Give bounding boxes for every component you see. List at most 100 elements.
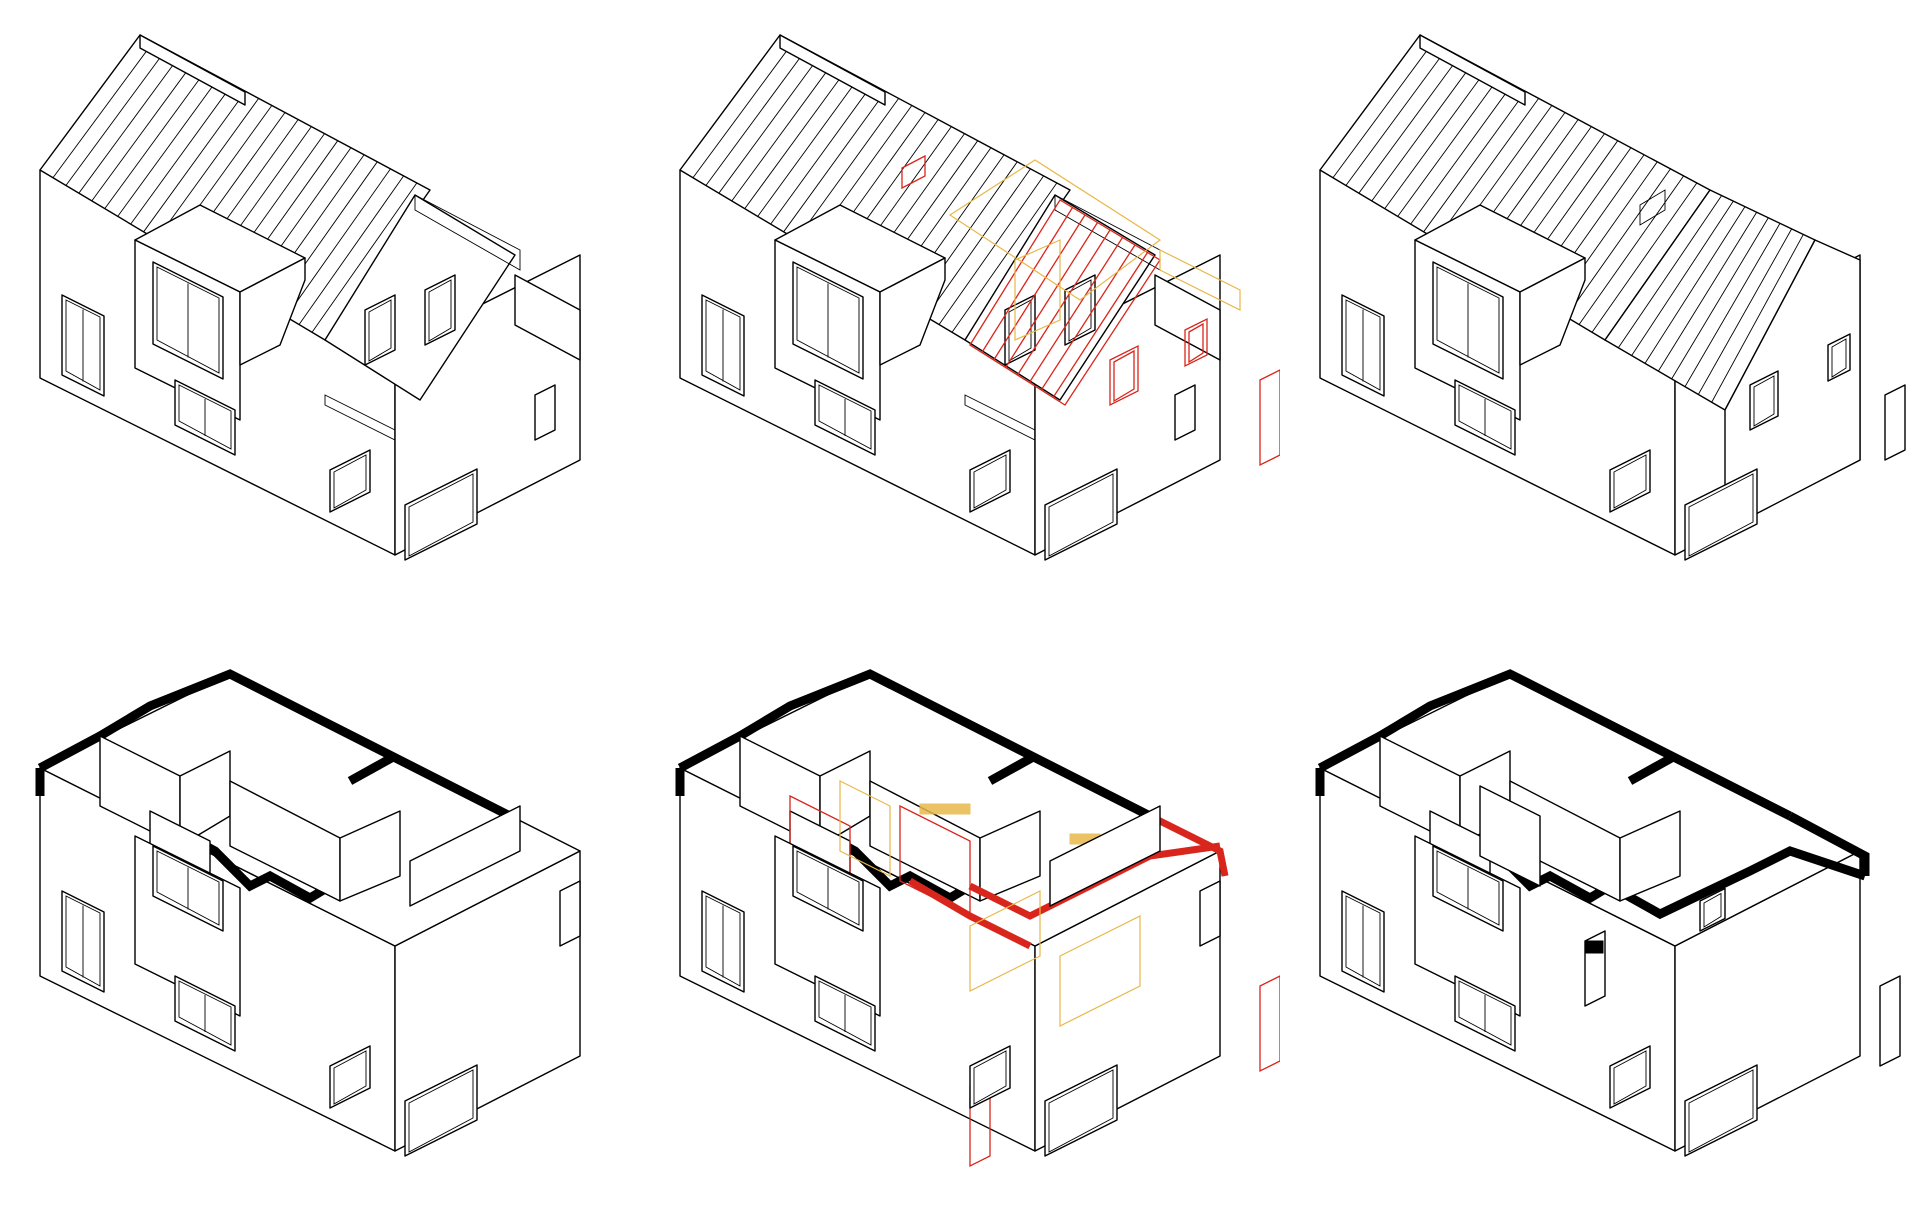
new-construction-parapet	[1159, 249, 1241, 311]
axonometric-proposed-roof	[1319, 34, 1906, 561]
demolition-roof-seam	[1016, 229, 1111, 376]
dormer-window-pane	[796, 850, 860, 926]
roof-seam	[1410, 84, 1513, 225]
ground-window-small-pane	[333, 1050, 367, 1105]
terrace-parapet	[514, 274, 581, 361]
roof-seam	[117, 77, 220, 217]
roof-seam	[311, 182, 418, 333]
ground-window-small-pane	[973, 454, 1007, 509]
roof-seam	[285, 168, 391, 318]
roof-seam	[744, 69, 847, 209]
glazed-door-pane	[705, 299, 741, 391]
demolition-roof-seam	[1040, 244, 1136, 391]
roof-seam	[1578, 175, 1685, 325]
roof-seam	[1631, 200, 1734, 356]
interior-wall-cut	[1627, 752, 1678, 785]
panel-changes-roof	[640, 0, 1280, 606]
ground-window-right-pane	[1688, 473, 1754, 557]
ground-window-right-pane	[1048, 473, 1114, 557]
drawing-group	[1319, 34, 1906, 561]
ground-window-right	[1044, 468, 1118, 561]
ground-window-small	[969, 1045, 1011, 1109]
new-partition	[839, 780, 891, 877]
drawing-group	[39, 34, 581, 561]
exterior-wall-top	[1317, 669, 1793, 821]
dormer-side	[1519, 257, 1586, 366]
terrace-edge	[324, 394, 396, 441]
new-wall-fill	[919, 803, 971, 815]
roof-seam	[692, 41, 794, 178]
ground-window-left-pane	[178, 384, 232, 450]
roof-seam	[1371, 62, 1474, 202]
glazed-door-pane	[705, 895, 741, 987]
roof-seam	[78, 55, 180, 194]
roof-seam	[705, 48, 807, 186]
panel-proposed-roof	[1280, 0, 1920, 606]
balcony-post	[1174, 384, 1196, 441]
demolition-wall-corner	[1148, 812, 1229, 877]
roof-seam	[757, 77, 860, 217]
ground-window-small	[1609, 449, 1651, 513]
terrace-parapet	[1049, 805, 1161, 907]
roof-seam	[938, 175, 1045, 325]
ground-window-left-pane	[178, 980, 232, 1046]
dormer-window-right	[424, 274, 456, 346]
dormer-window-right-pane	[428, 279, 452, 342]
axonometric-proposed-plan	[1315, 669, 1901, 1157]
roof-seam	[1617, 195, 1723, 349]
dormer-window-left	[1004, 294, 1036, 366]
axonometric-changes-plan	[675, 669, 1280, 1168]
exterior-wall-top	[37, 669, 513, 821]
axonometric-changes-roof	[679, 34, 1280, 561]
roof-seam	[1565, 168, 1671, 318]
new-window-opening	[1699, 887, 1726, 932]
dormer-side	[879, 257, 946, 366]
roof-ridge-cap	[779, 34, 886, 106]
roof-seam	[951, 182, 1058, 333]
ground-window-right-pane	[408, 1069, 474, 1153]
roof-seam	[783, 91, 886, 233]
dormer-window-pane	[796, 266, 860, 374]
side-extension	[1884, 384, 1906, 461]
terrace-parapet	[1154, 274, 1221, 361]
panel-existing-roof	[0, 0, 640, 606]
roof-ridge-cap	[139, 34, 246, 106]
interior-wall-cut	[347, 752, 398, 785]
drawing-group	[675, 669, 1280, 1168]
glazed-door-pane	[1345, 299, 1381, 391]
roof-seam	[770, 84, 873, 225]
roof-seam	[1644, 206, 1746, 364]
new-window-lower	[1109, 344, 1139, 407]
ground-window-left-pane	[818, 980, 872, 1046]
new-partition	[1479, 785, 1541, 887]
balcony-post	[534, 384, 556, 441]
glazed-door-pane	[1345, 895, 1381, 987]
roof-seam	[1358, 55, 1460, 194]
partition-center-end	[339, 810, 401, 902]
ground-window-small	[969, 449, 1011, 513]
roof-seam	[1711, 234, 1804, 403]
new-construction-opening	[1014, 239, 1061, 341]
dormer-window-pane	[1436, 266, 1500, 374]
dormer-window-left-pane	[368, 299, 392, 362]
axonometric-existing-plan	[35, 669, 581, 1157]
demolition-side-wall	[1259, 975, 1280, 1073]
roof-seam	[65, 48, 167, 186]
roof-seam	[104, 69, 207, 209]
roof-seam	[1423, 91, 1526, 233]
new-window-upper	[1184, 317, 1208, 368]
ground-window-small-pane	[1613, 1050, 1647, 1105]
new-construction-outline	[969, 890, 1041, 992]
ground-window-left-pane	[818, 384, 872, 450]
demolition-roof-seam	[993, 214, 1086, 361]
column-cut	[1584, 940, 1604, 954]
terrace-parapet	[409, 805, 521, 907]
panel-changes-plan	[640, 606, 1280, 1212]
exterior-wall-top	[677, 669, 1153, 821]
drawing-group	[679, 34, 1280, 561]
roof-seam	[925, 168, 1031, 318]
ground-window-right-pane	[1048, 1069, 1114, 1153]
panel-existing-plan	[0, 606, 640, 1212]
demolition-roof-seam	[1052, 252, 1149, 398]
